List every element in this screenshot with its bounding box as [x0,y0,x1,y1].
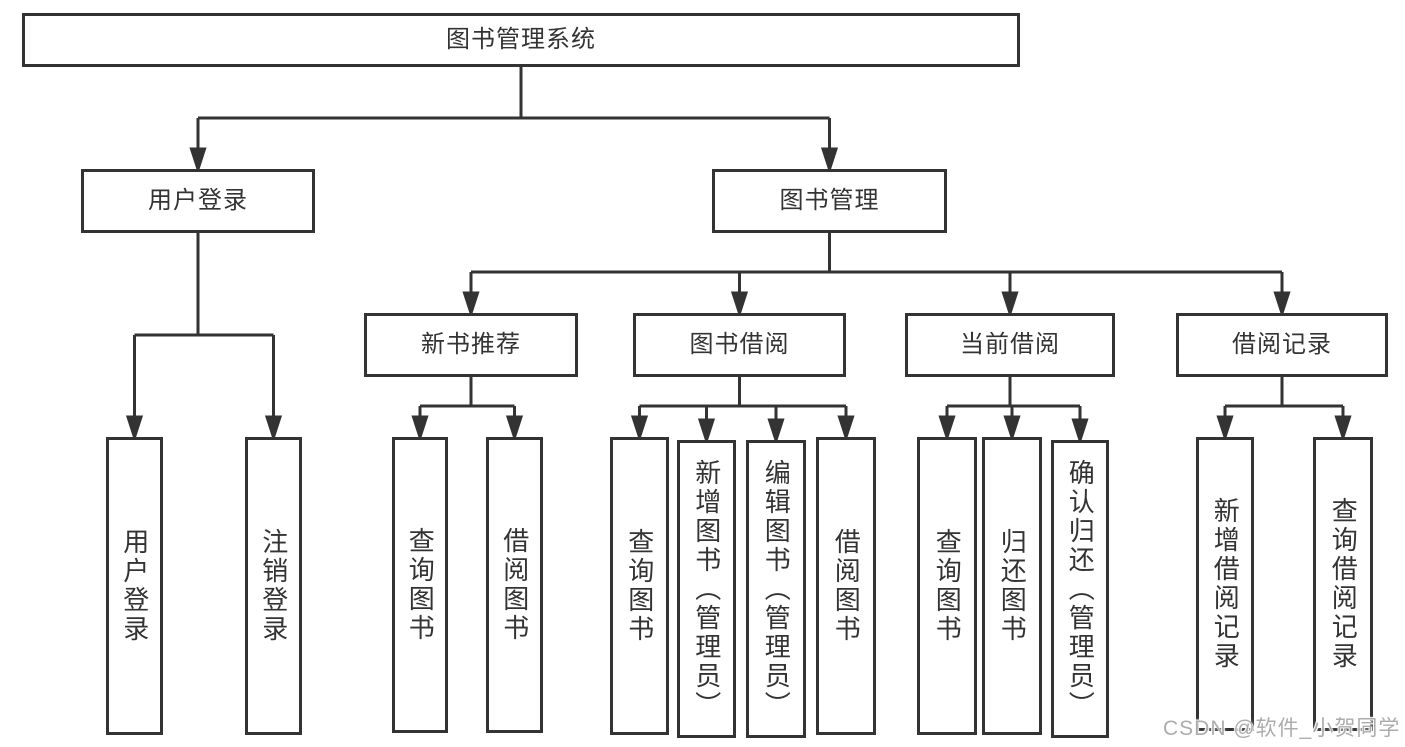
arrowhead [1003,415,1021,442]
node-label: 新增图书（管理员） [691,458,722,720]
node-label: 图书管理 [779,186,880,214]
connector-book-borrow-children [630,377,855,445]
node-label: 当前借阅 [960,330,1060,358]
node-label: 注销登录 [258,528,289,644]
arrowhead [462,291,480,318]
node-label: 借阅图书 [831,528,862,644]
node-label: 图书借阅 [689,330,790,358]
node-label: 查询图书 [624,528,655,644]
arrowhead [1334,415,1352,442]
connector-root-to-level1 [189,67,839,174]
arrowhead [411,415,429,442]
node-label: 用户登录 [148,186,248,214]
arrowhead [505,415,524,442]
leaf-cb-return-books: 归还图书 [982,437,1042,735]
node-user-login: 用户登录 [81,169,315,233]
arrowhead [767,418,785,445]
node-label: 查询图书 [405,527,436,643]
leaf-user-login: 用户登录 [106,437,163,735]
arrowhead [730,291,749,318]
arrowhead [1071,418,1089,445]
node-label: 归还图书 [997,528,1028,644]
node-label: 新书推荐 [421,330,521,358]
node-current-borrow: 当前借阅 [905,313,1115,377]
node-label: 图书管理系统 [446,25,596,53]
leaf-bb-query-books: 查询图书 [610,437,669,735]
leaf-cb-query-books: 查询图书 [917,437,977,735]
leaf-nbr-query-books: 查询图书 [392,437,448,733]
connector-user-login-children [125,233,283,442]
node-label: 新增借阅记录 [1210,497,1241,671]
leaf-bb-edit-book-admin: 编辑图书（管理员） [746,440,806,738]
connector-book-mgmt-to-level2 [462,233,1291,318]
node-label: 确认归还（管理员） [1065,458,1096,720]
connector-borrow-record-children [1216,377,1352,442]
arrowhead [125,415,144,442]
connector-current-borrow-children [938,377,1089,445]
arrowhead [1273,291,1291,318]
node-label: 编辑图书（管理员） [761,458,792,720]
arrowhead [697,418,716,445]
node-label: 借阅图书 [499,527,530,643]
node-library-system-root: 图书管理系统 [22,13,1020,67]
arrowhead [264,415,283,442]
node-label: 借阅记录 [1232,330,1332,358]
arrowhead [837,415,855,442]
leaf-bb-borrow-books: 借阅图书 [816,437,876,735]
node-label: 查询图书 [932,528,963,644]
node-book-borrow: 图书借阅 [633,313,846,377]
arrowhead [820,147,839,174]
node-label: 用户登录 [119,528,150,644]
leaf-logout: 注销登录 [245,437,302,735]
node-book-management: 图书管理 [712,169,947,233]
leaf-bb-add-book-admin: 新增图书（管理员） [677,440,736,738]
leaf-br-query-record: 查询借阅记录 [1313,437,1373,731]
arrowhead [630,415,649,442]
connector-new-book-children [411,377,524,442]
arrowhead [1216,415,1234,442]
node-label: 查询借阅记录 [1328,497,1359,671]
node-borrow-records: 借阅记录 [1176,313,1388,377]
watermark: CSDN @软件_小贺同学 [1163,717,1401,740]
leaf-cb-confirm-return-admin: 确认归还（管理员） [1051,440,1109,738]
arrowhead [189,147,207,174]
arrowhead [1001,291,1019,318]
leaf-nbr-borrow-books: 借阅图书 [486,437,543,733]
arrowhead [938,415,956,442]
leaf-br-add-record: 新增借阅记录 [1196,437,1254,731]
node-new-book-recommend: 新书推荐 [364,313,578,377]
